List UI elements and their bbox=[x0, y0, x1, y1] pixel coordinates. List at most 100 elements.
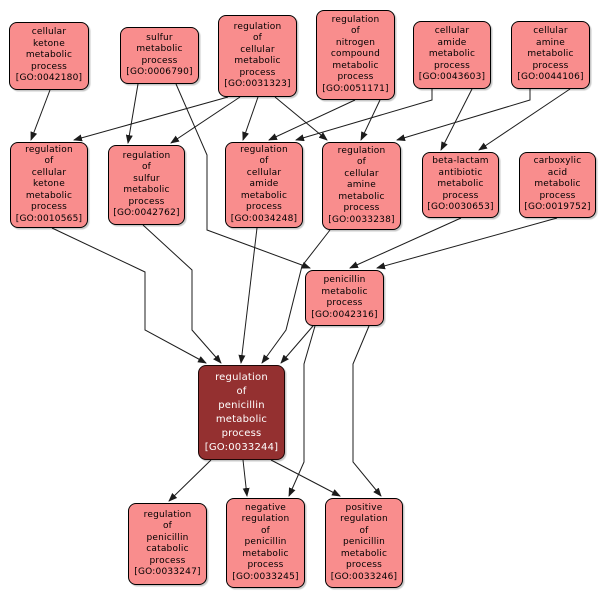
edge-go-0042316-to-go-0033246 bbox=[352, 325, 382, 497]
node-label-line: of bbox=[259, 156, 269, 167]
node-label-line: regulation bbox=[143, 509, 192, 520]
node-label-line: metabolic bbox=[234, 56, 281, 66]
node-label-line: cellular bbox=[31, 27, 67, 38]
node-label-line: metabolic bbox=[240, 190, 288, 201]
node-label-line: cellular bbox=[240, 44, 275, 55]
node-label-line: cellular bbox=[31, 167, 67, 178]
node-label-line: penicillin bbox=[218, 399, 265, 411]
node-label-line: metabolic bbox=[534, 179, 581, 190]
edge-go-0033244-to-go-0033245 bbox=[242, 459, 250, 497]
node-label-line: [GO:0033246] bbox=[330, 571, 398, 582]
edge-go-0031323-to-go-0010565 bbox=[73, 96, 229, 142]
node-label-line: of bbox=[162, 521, 173, 531]
node-label-line: metabolic bbox=[340, 548, 388, 559]
node-label-line: [GO:0006790] bbox=[126, 67, 193, 77]
node-label-line: metabolic bbox=[527, 49, 574, 60]
edge-go-0044106-to-go-0033238 bbox=[396, 89, 531, 142]
node-label-line: [GO:0042180] bbox=[15, 73, 83, 84]
node-label-line: regulation bbox=[122, 150, 171, 161]
edge-go-0033244-to-go-0033247 bbox=[168, 459, 212, 502]
node-label-line: of bbox=[141, 162, 152, 172]
node-label-line: regulation bbox=[340, 514, 388, 525]
edge-go-0051171-to-go-0034248 bbox=[268, 99, 356, 141]
edge-go-0042180-to-go-0010565 bbox=[30, 89, 51, 141]
edge-go-0031323-to-go-0033238 bbox=[274, 96, 328, 141]
edge-go-0043603-to-go-0034248 bbox=[295, 89, 433, 142]
node-label-line: of bbox=[236, 385, 247, 397]
node-label-line: metabolic bbox=[25, 190, 73, 201]
node-label-line: penicillin bbox=[146, 532, 189, 543]
node-label-line: carboxylic bbox=[533, 156, 582, 167]
node-label-line: process bbox=[31, 202, 67, 213]
node-label-line: process bbox=[128, 196, 165, 207]
node-label-line: [GO:0051171] bbox=[322, 83, 389, 94]
node-label-line: metabolic bbox=[437, 179, 484, 190]
node-label-line: process bbox=[539, 190, 576, 201]
node-label-line: process bbox=[31, 61, 67, 72]
edge-go-0042762-to-go-0033244 bbox=[142, 224, 222, 364]
node-label-line: ketone bbox=[33, 179, 65, 190]
node-label-line: ketone bbox=[33, 38, 65, 49]
node-label-line: process bbox=[221, 427, 262, 439]
node-label-line: of bbox=[252, 33, 263, 43]
node-label-line: penicillin bbox=[323, 275, 366, 285]
node-label-line: process bbox=[239, 67, 276, 78]
node-label-line: process bbox=[532, 60, 569, 71]
node-label-line: [GO:0033245] bbox=[232, 571, 299, 582]
node-label-line: beta-lactam bbox=[432, 156, 489, 167]
node-label-line: metabolic bbox=[338, 191, 385, 202]
node-label-line: amine bbox=[346, 180, 377, 191]
edge-go-0006790-to-go-0042316 bbox=[175, 83, 311, 269]
node-label-line: [GO:0033247] bbox=[134, 567, 201, 577]
node-label-line: cellular bbox=[533, 26, 568, 37]
node-label-line: regulation bbox=[337, 145, 386, 156]
node-label-line: of bbox=[260, 525, 271, 536]
node-label-line: nitrogen bbox=[335, 37, 376, 48]
node-label-line: catabolic bbox=[146, 544, 189, 554]
node-label-line: metabolic bbox=[136, 44, 183, 54]
node-label-line: process bbox=[149, 555, 186, 566]
node-label-line: of bbox=[350, 26, 361, 37]
node-label-line: cellular bbox=[246, 167, 282, 178]
edge-go-0031323-to-go-0042762 bbox=[170, 96, 241, 144]
node-label-line: of bbox=[44, 156, 54, 167]
node-label-line: acid bbox=[547, 167, 568, 178]
node-label-line: metabolic bbox=[242, 548, 289, 559]
node-label-line: regulation bbox=[331, 14, 380, 25]
node-label-line: penicillin bbox=[342, 537, 386, 548]
node-label-line: sulfur bbox=[133, 173, 160, 184]
node-label-line: amide bbox=[437, 37, 467, 48]
node-label-line: antibiotic bbox=[438, 167, 483, 178]
node-label-line: [GO:0042762] bbox=[113, 208, 180, 218]
node-label-line: process bbox=[326, 298, 363, 308]
edge-go-0019752-to-go-0042316 bbox=[376, 217, 558, 270]
node-label-line: [GO:0010565] bbox=[15, 213, 83, 224]
node-label-line: metabolic bbox=[332, 60, 379, 71]
node-label-line: process bbox=[247, 560, 284, 571]
node-label-line: amine bbox=[535, 37, 566, 48]
edge-go-0031323-to-go-0034248 bbox=[242, 96, 259, 141]
node-label-line: process bbox=[141, 55, 178, 66]
edge-go-0030653-to-go-0042316 bbox=[349, 217, 462, 269]
node-label-line: cellular bbox=[434, 26, 470, 37]
node-label-line: regulation bbox=[215, 371, 268, 383]
